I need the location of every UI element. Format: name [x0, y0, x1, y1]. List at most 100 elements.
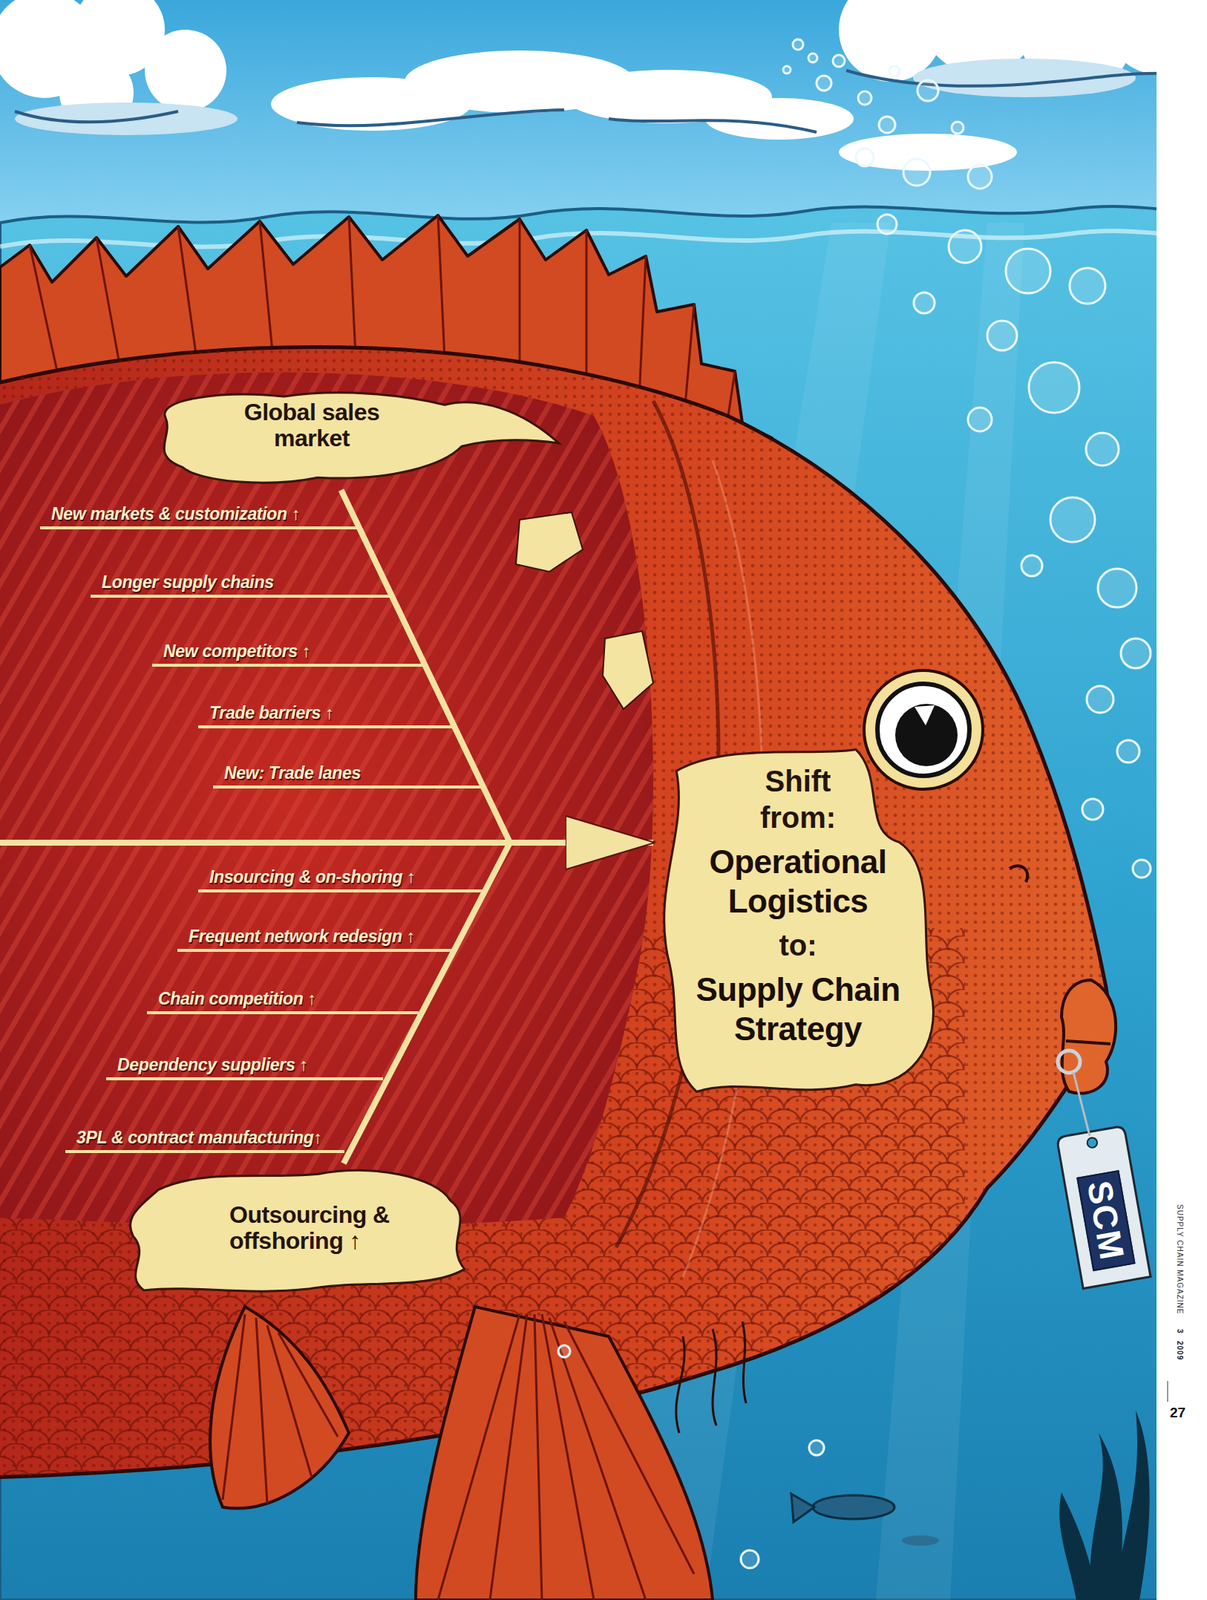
- cause-label: 3PL & contract manufacturing↑: [76, 1129, 323, 1147]
- bubble: [948, 230, 982, 263]
- effect-heading: Supply Chain Strategy: [686, 969, 910, 1049]
- bubble: [967, 407, 992, 432]
- blob-shape: [164, 392, 559, 483]
- bubble: [1028, 362, 1080, 413]
- node-text-box: SCM: [1054, 1122, 1153, 1292]
- cause-label: Longer supply chains: [101, 573, 274, 591]
- node-text-box: Shift from:Operational Logisticsto:Suppl…: [653, 742, 943, 1099]
- cloud: [0, 0, 238, 136]
- bubble: [1117, 740, 1140, 763]
- cloud: [838, 0, 1207, 98]
- cause-label: Dependency suppliers ↑: [117, 1056, 309, 1074]
- pelvic-fin: [210, 1306, 349, 1509]
- bubble: [1069, 267, 1106, 304]
- eye-white: [877, 683, 970, 776]
- blob-shape: [664, 749, 934, 1092]
- mouth-line: [1065, 1040, 1111, 1044]
- patch: [602, 630, 654, 709]
- bubble: [1050, 497, 1095, 542]
- tag-string: [1073, 1071, 1090, 1136]
- bubble: [858, 91, 872, 105]
- bubble: [889, 66, 900, 77]
- cloud-ink: [296, 109, 817, 133]
- cloud-puff: [705, 97, 854, 140]
- bubble: [783, 66, 791, 74]
- bubble: [816, 75, 832, 91]
- fin-rays: [222, 1313, 338, 1504]
- cause-label: New competitors ↑: [163, 642, 311, 660]
- bubble: [558, 1345, 571, 1357]
- small-fish-body: [901, 1535, 940, 1546]
- rib-line: [106, 1077, 384, 1081]
- seaweed: [1059, 1410, 1150, 1600]
- bubble: [1021, 555, 1043, 577]
- page-number: 27: [1169, 1405, 1186, 1420]
- cause-label: Chain competition ↑: [158, 990, 317, 1008]
- bubble: [1097, 568, 1137, 608]
- cause-label: Insourcing & on-shoring ↑: [209, 868, 415, 886]
- bubble: [1086, 685, 1114, 713]
- node-text-box: Outsourcing & offshoring ↑: [122, 1163, 479, 1296]
- blob-shape: [130, 1169, 465, 1291]
- tag-shape: [1056, 1125, 1151, 1288]
- rib-line: [152, 663, 426, 667]
- pectoral-fin: [415, 1306, 713, 1600]
- bubble: [809, 1440, 824, 1455]
- bubble: [1120, 638, 1151, 669]
- lips: [1061, 979, 1116, 1094]
- cause-blob: Global sales market: [148, 386, 572, 490]
- nostril: [1009, 865, 1028, 882]
- eye-glint: [914, 705, 935, 726]
- cause-heading: Outsourcing & offshoring ↑: [229, 1201, 412, 1254]
- cause-heading: Global sales market: [226, 399, 398, 452]
- tag-hole: [1086, 1136, 1099, 1148]
- bubble: [951, 121, 964, 134]
- tag-logo: SCM: [1076, 1169, 1135, 1271]
- bubble: [1082, 798, 1104, 820]
- bubble: [967, 164, 992, 189]
- cause-label: Trade barriers ↑: [209, 704, 334, 722]
- bubble: [855, 148, 874, 167]
- bubble: [1132, 859, 1151, 878]
- bubble: [808, 53, 818, 63]
- cloud-shade: [14, 102, 238, 136]
- panel-stripes: [0, 348, 683, 1240]
- cloud-puff: [144, 29, 227, 112]
- rib-line: [65, 1149, 345, 1153]
- bubble: [987, 320, 1017, 351]
- bubbles: [558, 39, 1151, 1568]
- pupil: [895, 703, 958, 767]
- eye: [864, 670, 983, 790]
- bubble: [913, 292, 935, 314]
- small-fish: [791, 1493, 940, 1546]
- water: [0, 206, 1207, 1600]
- bubble: [832, 54, 845, 67]
- effect-text: to:: [742, 927, 854, 964]
- rib-lines: [40, 527, 484, 1152]
- bubble: [1005, 248, 1051, 294]
- fishbone-connector: [341, 489, 654, 843]
- bubble: [740, 1549, 759, 1568]
- patch: [515, 512, 583, 572]
- cloud-ink: [14, 111, 179, 122]
- cause-label: New: Trade lanes: [224, 764, 361, 782]
- rib-line: [198, 889, 484, 893]
- node-text-box: Global sales market: [148, 386, 572, 490]
- bubble: [878, 116, 896, 133]
- effect-blob: Shift from:Operational Logisticsto:Suppl…: [653, 742, 943, 1099]
- brand-tag: SCM: [1054, 1122, 1153, 1292]
- bubble: [1086, 432, 1119, 466]
- rib-line: [146, 1011, 419, 1014]
- bubble: [903, 158, 931, 186]
- rib-line: [40, 526, 360, 530]
- effect-text: Shift from:: [734, 763, 862, 836]
- rib-line: [90, 594, 392, 598]
- cause-blob: Outsourcing & offshoring ↑: [122, 1163, 479, 1296]
- small-fish-tail: [791, 1493, 815, 1522]
- eye-ring: [864, 670, 983, 790]
- cloud: [270, 50, 854, 140]
